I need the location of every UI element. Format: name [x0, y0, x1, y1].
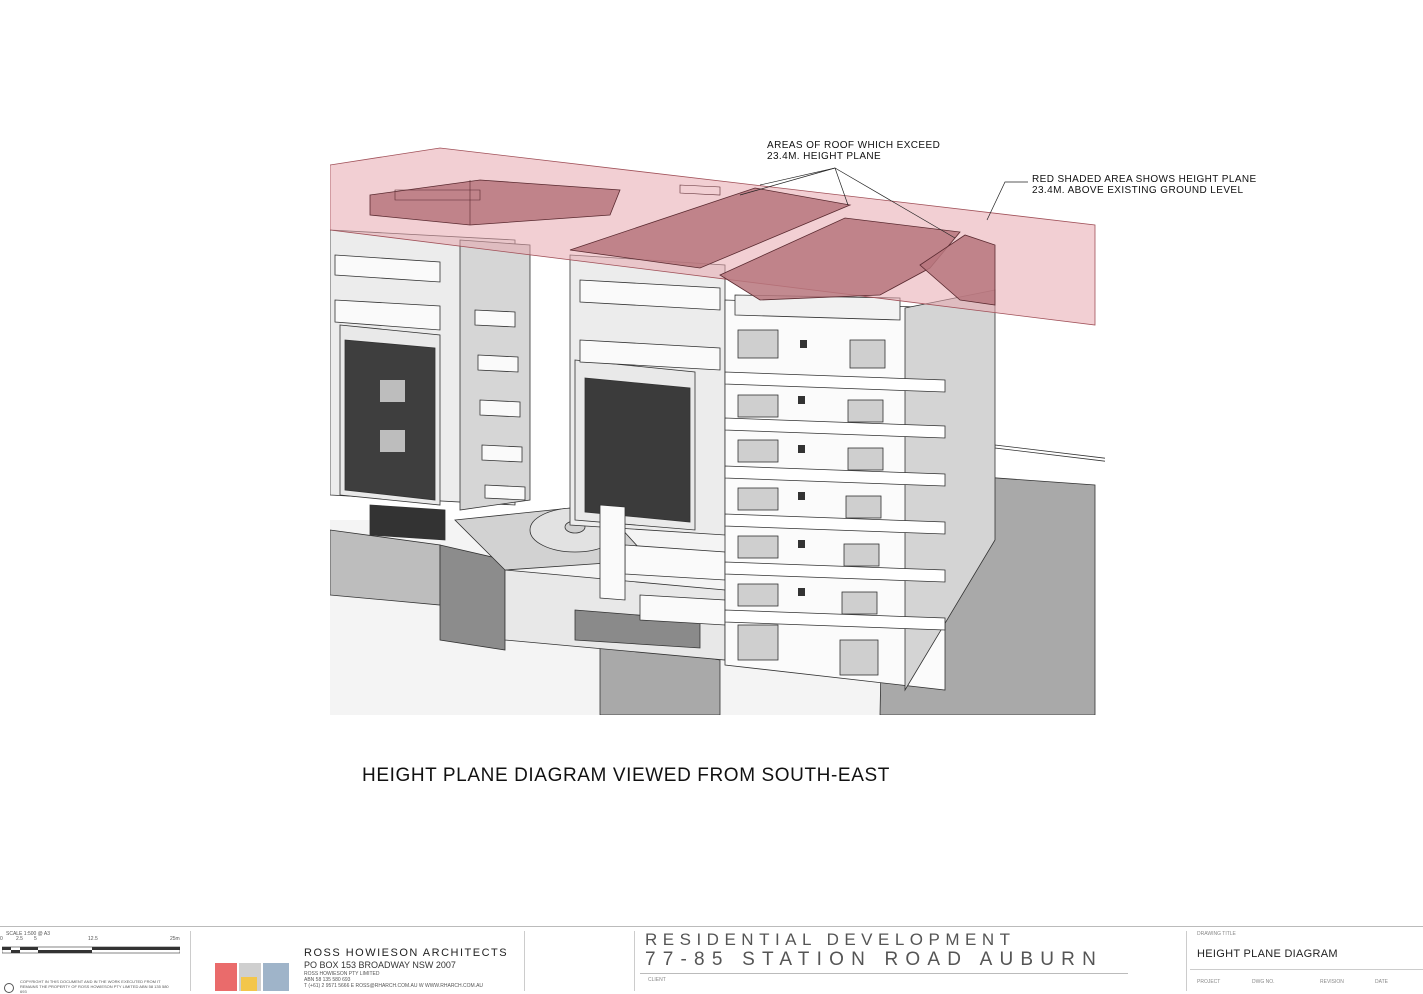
client-label: CLIENT [648, 977, 666, 983]
annotation-height-plane: RED SHADED AREA SHOWS HEIGHT PLANE 23.4M… [1032, 174, 1292, 196]
divider [190, 931, 191, 991]
divider [640, 973, 1128, 974]
divider [1186, 931, 1187, 991]
scale-tick: 2.5 [16, 936, 23, 942]
architect-details: ROSS HOWIESON PTY LIMITED ABN 58 135 580… [304, 971, 514, 989]
project-address: 77-85 STATION ROAD AUBURN [645, 949, 1104, 970]
architect-address: PO BOX 153 BROADWAY NSW 2007 [304, 960, 456, 970]
architect-contact: T (+61) 2 9571 5666 E ROSS@RHARCH.COM.AU… [304, 983, 484, 989]
scale-label: SCALE 1:500 @ A3 [6, 931, 50, 937]
architect-name: ROSS HOWIESON ARCHITECTS [304, 947, 509, 959]
annotation-line: RED SHADED AREA SHOWS HEIGHT PLANE [1032, 174, 1257, 185]
architect-company: ROSS HOWIESON PTY LIMITED [304, 971, 380, 977]
scale-tick: 25m [170, 936, 180, 942]
divider [634, 931, 635, 991]
copyright-notice: COPYRIGHT IN THIS DOCUMENT AND IN THE WO… [20, 979, 169, 994]
annotation-line: 23.4M. HEIGHT PLANE [767, 151, 882, 162]
scale-tick: 12.5 [88, 936, 98, 942]
annotation-roof-exceed: AREAS OF ROOF WHICH EXCEED 23.4M. HEIGHT… [767, 140, 967, 162]
divider [524, 931, 525, 991]
annotation-line: AREAS OF ROOF WHICH EXCEED [767, 140, 941, 151]
scale-tick: 5 [34, 936, 37, 942]
project-title: RESIDENTIAL DEVELOPMENT [645, 930, 1016, 949]
rha-logo [215, 963, 289, 991]
drawing-title-label: DRAWING TITLE [1197, 931, 1236, 937]
drawing-title: HEIGHT PLANE DIAGRAM [1197, 948, 1338, 960]
annotation-line: 23.4M. ABOVE EXISTING GROUND LEVEL [1032, 185, 1244, 196]
field-date-label: DATE [1375, 979, 1388, 985]
field-revision-label: REVISION [1320, 979, 1344, 985]
drawing-caption: HEIGHT PLANE DIAGRAM VIEWED FROM SOUTH-E… [362, 765, 890, 786]
architect-abn: ABN 58 135 580 693 [304, 977, 351, 983]
building-massing-drawing [330, 147, 1105, 715]
scale-tick: 0 [0, 936, 3, 942]
scale-bar [2, 946, 180, 954]
divider [1190, 969, 1423, 970]
north-icon [4, 983, 14, 993]
field-project-label: PROJECT [1197, 979, 1221, 985]
title-block: SCALE 1:500 @ A3 0 2.5 5 12.5 25m COPYRI… [0, 926, 1423, 994]
field-dwgno-label: DWG NO. [1252, 979, 1275, 985]
